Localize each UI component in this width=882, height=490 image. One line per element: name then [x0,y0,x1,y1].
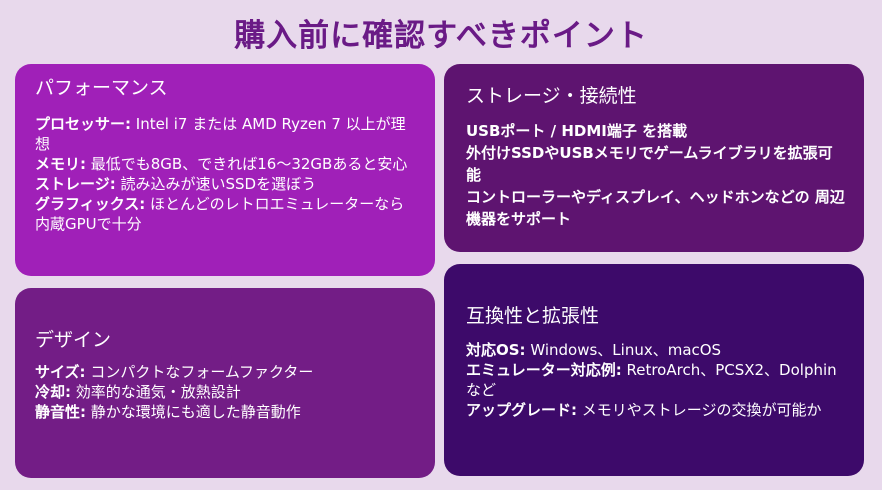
item-text: 最低でも8GB、できれば16〜32GBあると安心 [86,155,408,173]
storage-line: コントローラーやディスプレイ、ヘッドホンなどの 周辺機器をサポート [466,188,845,228]
item-text: メモリやストレージの交換が可能か [577,401,822,419]
item-label: 静音性: [35,403,86,421]
item-text: 読み込みが速いSSDを選ぼう [115,175,317,193]
compat-item: 対応OS: Windows、Linux、macOS [466,340,846,360]
compat-card: 互換性と拡張性 対応OS: Windows、Linux、macOS エミュレータ… [444,264,864,476]
performance-item: グラフィックス: ほとんどのレトロエミュレーターなら内蔵GPUで十分 [35,194,417,234]
item-label: グラフィックス: [35,195,146,213]
item-label: エミュレーター対応例: [466,361,622,379]
item-label: アップグレード: [466,401,577,419]
item-label: サイズ: [35,363,86,381]
page-title: 購入前に確認すべきポイント [234,18,648,54]
compat-card-title: 互換性と拡張性 [466,305,600,327]
item-label: 冷却: [35,383,71,401]
item-text: コンパクトなフォームファクター [85,363,314,381]
performance-item: ストレージ: 読み込みが速いSSDを選ぼう [35,174,417,194]
item-label: ストレージ: [35,175,116,193]
performance-item: メモリ: 最低でも8GB、できれば16〜32GBあると安心 [35,154,417,174]
item-text: Intel i7 または AMD Ryzen 7 以上が理想 [35,115,406,153]
item-text: Windows、Linux、macOS [525,341,722,359]
design-item: 冷却: 効率的な通気・放熱設計 [35,382,417,402]
compat-item: エミュレーター対応例: RetroArch、PCSX2、Dolphinなど [466,360,846,400]
storage-card-title: ストレージ・接続性 [466,85,637,107]
performance-card: パフォーマンス プロセッサー: Intel i7 または AMD Ryzen 7… [15,64,435,276]
design-card-title: デザイン [35,329,112,351]
design-item: 静音性: 静かな環境にも適した静音動作 [35,402,417,422]
design-card: デザイン サイズ: コンパクトなフォームファクター 冷却: 効率的な通気・放熱設… [15,288,435,478]
item-text: ほとんどのレトロエミュレーターなら内蔵GPUで十分 [35,195,405,233]
item-text: 静かな環境にも適した静音動作 [86,403,301,421]
item-label: メモリ: [35,155,86,173]
storage-line: 外付けSSDやUSBメモリでゲームライブラリを拡張可能 [466,144,833,184]
performance-card-title: パフォーマンス [35,77,168,99]
storage-card: ストレージ・接続性 USBポート / HDMI端子 を搭載 外付けSSDやUSB… [444,64,864,252]
item-label: 対応OS: [466,341,526,359]
item-label: プロセッサー: [35,115,131,133]
storage-line: USBポート / HDMI端子 を搭載 [466,122,688,140]
design-item: サイズ: コンパクトなフォームファクター [35,362,417,382]
compat-item: アップグレード: メモリやストレージの交換が可能か [466,400,846,420]
item-text: 効率的な通気・放熱設計 [71,383,241,401]
item-text: RetroArch、PCSX2、Dolphinなど [466,361,837,399]
performance-item: プロセッサー: Intel i7 または AMD Ryzen 7 以上が理想 [35,114,417,154]
